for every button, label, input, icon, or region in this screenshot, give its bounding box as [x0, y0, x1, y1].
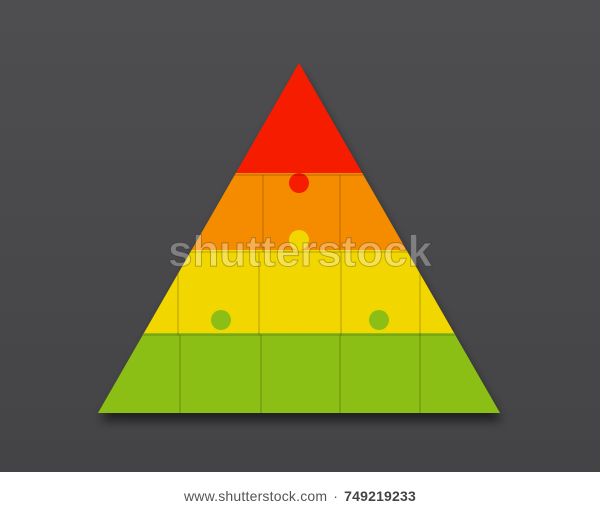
watermark: shutterstock	[168, 227, 433, 276]
puzzle-tab	[183, 364, 203, 384]
puzzle-tab	[342, 212, 362, 232]
footer-separator: ·	[333, 488, 339, 504]
image-id: 749219233	[344, 488, 417, 504]
pyramid-canvas: shutterstock	[0, 0, 600, 472]
puzzle-tab	[289, 334, 309, 354]
stock-footer: www.shutterstock.com · 749219233	[0, 472, 600, 520]
puzzle-tab	[235, 202, 255, 222]
puzzle-tab	[289, 173, 309, 193]
puzzle-tab	[368, 256, 388, 276]
site-url[interactable]: www.shutterstock.com	[183, 488, 328, 504]
puzzle-tab	[211, 310, 231, 330]
puzzle-tab	[342, 360, 362, 380]
puzzle-tab	[235, 362, 255, 382]
puzzle-tab	[369, 310, 389, 330]
puzzle-tab	[262, 287, 282, 307]
puzzle-tab	[208, 253, 228, 273]
puzzle-tab	[316, 280, 336, 300]
puzzle-tab	[396, 362, 416, 382]
puzzle-tab	[289, 230, 309, 250]
